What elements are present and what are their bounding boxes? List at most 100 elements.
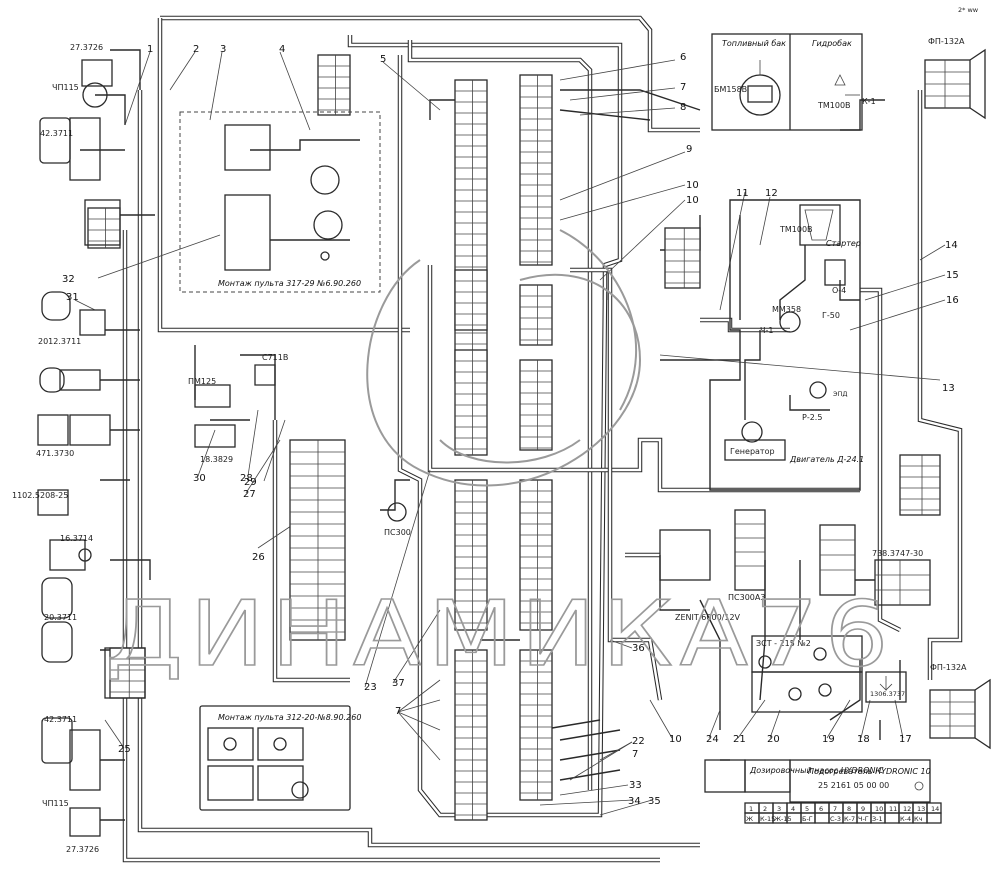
zst-label: ЗСТ - 215 №2 <box>756 639 811 648</box>
s1-label: ПМ125 <box>188 377 216 386</box>
connector-block <box>454 479 488 631</box>
control-panel-top <box>179 111 381 293</box>
reference-number: 31 <box>66 292 79 303</box>
ep-bottom-3-label: 27.3726 <box>66 845 99 854</box>
reference-number: 10 <box>669 734 682 745</box>
reference-number: 10 <box>686 180 699 191</box>
hydro-tank-label: Гидробак <box>812 39 852 48</box>
fp132a-top-connector <box>924 48 986 120</box>
terminal-code: Ж <box>746 815 753 823</box>
terminal-number: 12 <box>903 805 911 813</box>
engine-block <box>709 199 861 491</box>
relay-738-label: 738.3747-30 <box>872 549 923 558</box>
reference-number: 18 <box>857 734 870 745</box>
terminal-number: 6 <box>819 805 823 813</box>
connector-block <box>454 649 488 821</box>
signal-wires <box>80 49 901 821</box>
reference-number: 1 <box>147 44 153 55</box>
watermark: ДИНАМИКА76 <box>104 229 895 688</box>
left-devices <box>37 59 146 837</box>
fp132a-bottom-label: ФП-132А <box>930 663 967 672</box>
ep-top-1-label: 27.3726 <box>70 43 103 52</box>
terminal-code: Ч-Г <box>858 815 869 823</box>
terminal-number: 2 <box>763 805 767 813</box>
connector-block <box>519 284 553 346</box>
heater-block <box>704 759 931 803</box>
terminal-code: Ж-15 <box>774 815 792 823</box>
corner-mark: 2* ww <box>958 6 979 14</box>
reference-number: 21 <box>733 734 746 745</box>
terminal-code-cell <box>884 812 900 824</box>
reference-number: 35 <box>648 796 661 807</box>
ps300-block <box>659 509 856 596</box>
ep-top-2-label: ЧП115 <box>52 83 79 92</box>
reference-number: 6 <box>680 52 686 63</box>
reference-number: 37 <box>392 678 405 689</box>
s3-label: С711В <box>262 353 288 362</box>
terminal-code: С-3 <box>830 815 841 823</box>
reference-number: 12 <box>765 188 778 199</box>
relay-738-block <box>874 559 931 606</box>
reference-number: 14 <box>945 240 958 251</box>
connector-block <box>519 649 553 801</box>
mid-sensors <box>194 364 407 522</box>
control-panel-bottom <box>199 705 351 811</box>
ch1-label: Ч-1 <box>760 326 773 335</box>
connector-block <box>109 647 146 699</box>
pump-title: Дозировочный насос HYDRONIC <box>749 766 884 775</box>
reference-number: 28 <box>240 473 253 484</box>
terminal-code: К-7 <box>844 815 855 823</box>
reference-number: 10 <box>686 195 699 206</box>
switch-d-label: 20.3711 <box>44 613 77 622</box>
reference-number: 7 <box>680 82 686 93</box>
d4-label: О-4 <box>832 286 846 295</box>
bm158v-label: БМ158В <box>714 85 747 94</box>
tm100v-engine-label: ТМ100В <box>779 225 813 234</box>
reference-number: 7 <box>632 749 638 760</box>
s2-label: 18.3829 <box>200 455 233 464</box>
reference-number: 16 <box>946 295 959 306</box>
reference-number: 5 <box>380 54 386 65</box>
reference-number: 23 <box>364 682 377 693</box>
terminal-number: 4 <box>791 805 795 813</box>
relay-1306-label: 1306.3737 <box>870 690 905 698</box>
r25-label: Р-2.5 <box>802 413 822 422</box>
terminal-number: 10 <box>875 805 883 813</box>
reference-number: 4 <box>279 44 285 55</box>
epd-label: ЭПД <box>833 390 848 398</box>
terminal-code: З-1 <box>872 815 883 823</box>
terminal-code-cell <box>814 812 830 824</box>
terminal-number: 14 <box>931 805 939 813</box>
connector-block <box>519 359 553 451</box>
ep-top-3-label: 42.3711 <box>40 129 73 138</box>
ep-bottom-1-label: 42.3711 <box>44 715 77 724</box>
connector-block <box>87 207 121 249</box>
reference-number: 9 <box>686 144 692 155</box>
ps300-label: ПС300А3 <box>728 593 765 602</box>
pressure-gauge-label: ПС300 <box>384 528 411 537</box>
terminal-number: 9 <box>861 805 865 813</box>
terminal-number: 7 <box>833 805 837 813</box>
reference-number: 26 <box>252 552 265 563</box>
engine-label: Двигатель Д-24.1 <box>789 455 864 464</box>
heater-code: 25 2161 05 00 00 <box>818 781 889 790</box>
leader-lines <box>74 51 946 816</box>
reference-number: 20 <box>767 734 780 745</box>
reference-number: 17 <box>899 734 912 745</box>
terminal-number: 5 <box>805 805 809 813</box>
connector-block <box>454 349 488 456</box>
reference-number: 19 <box>822 734 835 745</box>
reference-number: 8 <box>680 102 686 113</box>
watermark-text: ДИНАМИКА76 <box>105 582 895 687</box>
reference-number: 2 <box>193 44 199 55</box>
terminal-number: 3 <box>777 805 781 813</box>
connector-block-28 <box>289 439 346 641</box>
g50-label: Г-50 <box>822 311 840 320</box>
terminal-code: Кч <box>914 815 923 823</box>
connector-columns <box>87 54 941 821</box>
starter-label: Стартер <box>826 239 861 248</box>
switch-c-label: 16.3714 <box>60 534 93 543</box>
connector-block <box>454 269 488 331</box>
